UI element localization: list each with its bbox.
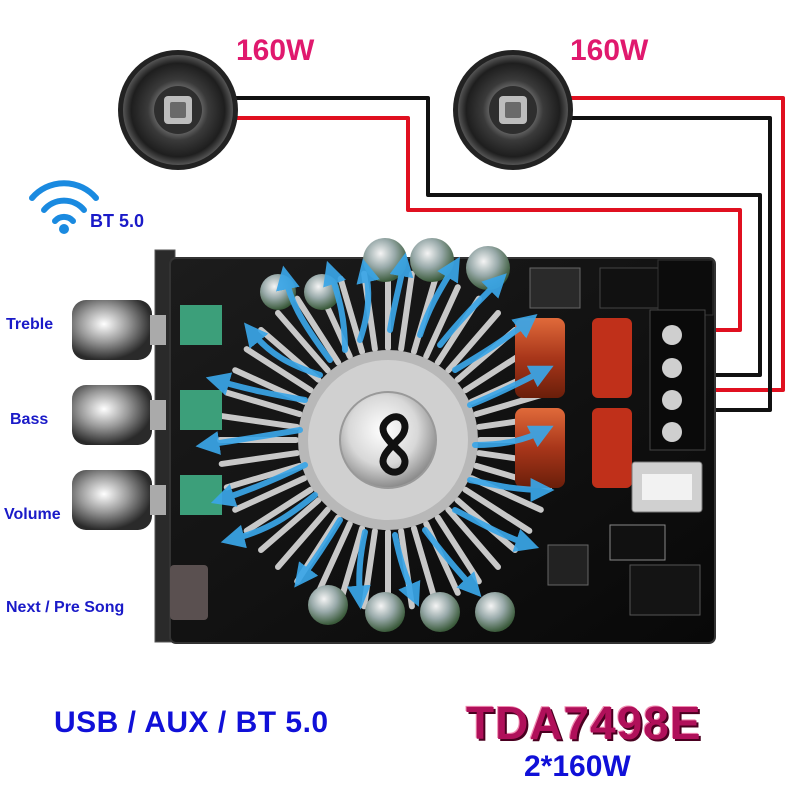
heatsink-fin [410, 525, 439, 605]
speaker-left-power-label: 160W [236, 34, 315, 67]
speaker-right-power-label: 160W [570, 34, 649, 67]
heatsink-fin [337, 525, 366, 605]
heatsink-fin [434, 514, 482, 585]
speaker-wires [236, 96, 785, 412]
heatsink-fin [423, 284, 461, 360]
capacitors-bottom [308, 585, 515, 632]
treble-label: Treble [6, 316, 54, 333]
heatsink-fin [223, 389, 303, 418]
volume-label: Volume [4, 506, 61, 523]
bass-label: Bass [10, 411, 49, 428]
heatsink-fin [258, 497, 322, 554]
control-knobs [72, 300, 166, 530]
heatsink-fin [445, 310, 502, 374]
input-sources-label: USB / AUX / BT 5.0 [54, 706, 329, 739]
potentiometers [180, 305, 222, 515]
heatsink-fin [462, 486, 533, 534]
bluetooth-version-label: BT 5.0 [90, 211, 145, 231]
heatsink-fin [445, 506, 502, 570]
total-power-label: 2*160W [524, 750, 631, 783]
heatsink-fin [398, 270, 415, 352]
next-prev-button-body [170, 565, 208, 620]
model-name: TDA7498E [466, 697, 702, 749]
next-prev-song-label: Next / Pre Song [6, 599, 125, 616]
heatsink-fin [294, 295, 342, 366]
airflow-arrows [195, 252, 555, 610]
speaker-left [118, 50, 238, 170]
heatsink-fin [243, 486, 314, 534]
speaker-right [453, 50, 573, 170]
heatsink-fin [274, 506, 331, 570]
screw-terminal [649, 309, 706, 451]
heatsink-fin [223, 462, 303, 491]
wifi-signal-icon [29, 180, 99, 224]
heatsink-fin [232, 475, 308, 513]
heatsink-fin [243, 346, 314, 394]
heatsink-fin [218, 413, 300, 430]
logo-icon [379, 413, 409, 476]
heatsink-fin [218, 450, 300, 467]
heatsink-fin [315, 520, 353, 596]
heatsink-fin [274, 310, 331, 374]
